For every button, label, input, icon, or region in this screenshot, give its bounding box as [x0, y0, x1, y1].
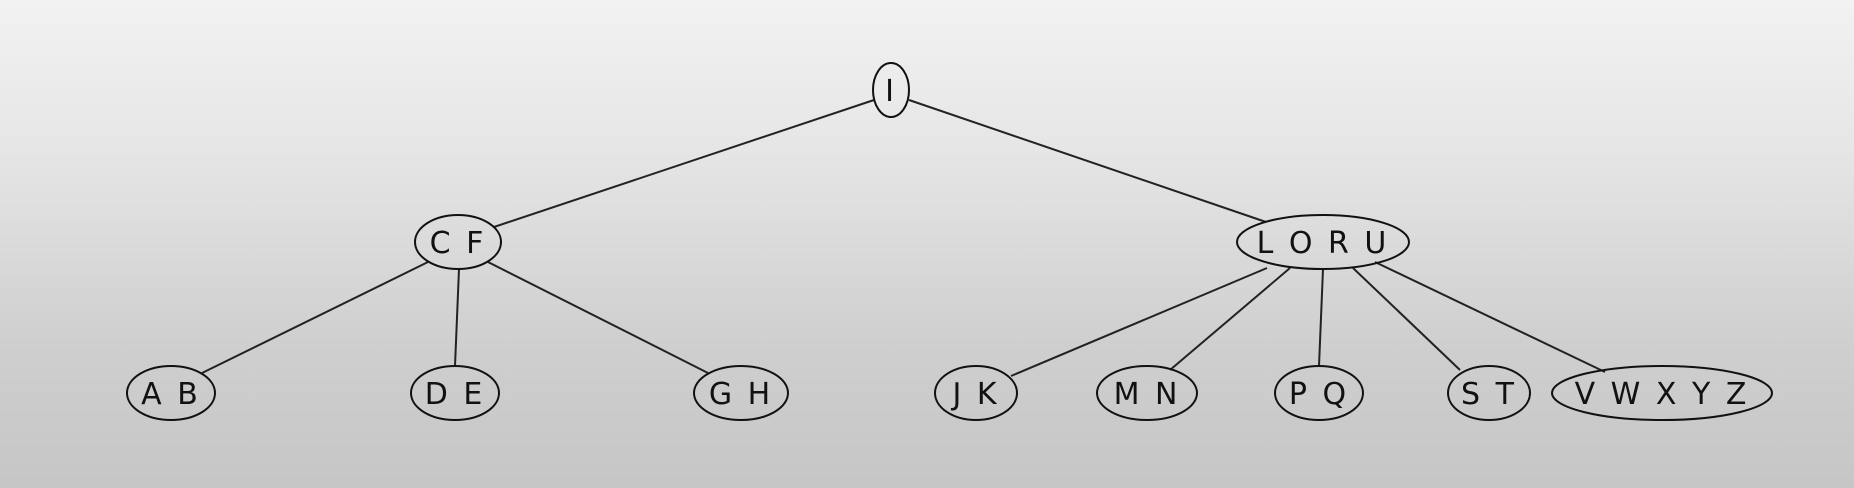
- tree-edges: [201, 99, 1606, 377]
- edge-cf-ab: [201, 261, 429, 374]
- node-ellipse: [1274, 365, 1364, 421]
- tree-node-mn: M N: [1096, 365, 1198, 421]
- node-label: C F: [430, 226, 487, 261]
- edge-root-loru: [908, 99, 1267, 223]
- node-label: J K: [950, 377, 999, 412]
- node-label: P Q: [1289, 377, 1349, 412]
- tree-node-gh: G H: [693, 365, 789, 421]
- tree-node-ab: A B: [126, 365, 216, 421]
- edge-loru-pq: [1318, 268, 1324, 367]
- node-ellipse: [934, 365, 1018, 421]
- node-label: I: [885, 74, 897, 109]
- edge-loru-jk: [1010, 267, 1268, 377]
- node-label: D E: [425, 377, 486, 412]
- node-ellipse: [693, 365, 789, 421]
- node-label: G H: [709, 377, 773, 412]
- node-label: M N: [1114, 377, 1181, 412]
- edge-loru-st: [1352, 267, 1461, 371]
- node-ellipse: [126, 365, 216, 421]
- tree-node-loru: L O R U: [1236, 214, 1410, 270]
- edge-loru-vwxyz: [1374, 261, 1606, 373]
- node-label: A B: [141, 377, 201, 412]
- node-ellipse: [1096, 365, 1198, 421]
- node-label: S T: [1461, 377, 1517, 412]
- tree-node-de: D E: [410, 365, 500, 421]
- node-ellipse: [410, 365, 500, 421]
- edge-root-cf: [493, 99, 875, 228]
- node-ellipse: [414, 214, 502, 270]
- node-ellipse: [1447, 365, 1531, 421]
- node-ellipse: [872, 62, 910, 118]
- tree-node-pq: P Q: [1274, 365, 1364, 421]
- tree-node-cf: C F: [414, 214, 502, 270]
- tree-node-st: S T: [1447, 365, 1531, 421]
- tree-node-vwxyz: V W X Y Z: [1551, 365, 1773, 421]
- tree-node-root: I: [872, 62, 910, 118]
- edge-loru-mn: [1169, 267, 1291, 371]
- node-ellipse: [1551, 365, 1773, 421]
- edge-cf-de: [454, 268, 460, 367]
- tree-node-jk: J K: [934, 365, 1018, 421]
- tree-nodes: I C F L O R U A B D E G H J K M N P Q S T V W X Y …: [126, 62, 1773, 421]
- node-label: V W X Y Z: [1575, 377, 1750, 412]
- node-label: L O R U: [1257, 226, 1390, 261]
- edge-cf-gh: [487, 261, 709, 374]
- node-ellipse: [1236, 214, 1410, 270]
